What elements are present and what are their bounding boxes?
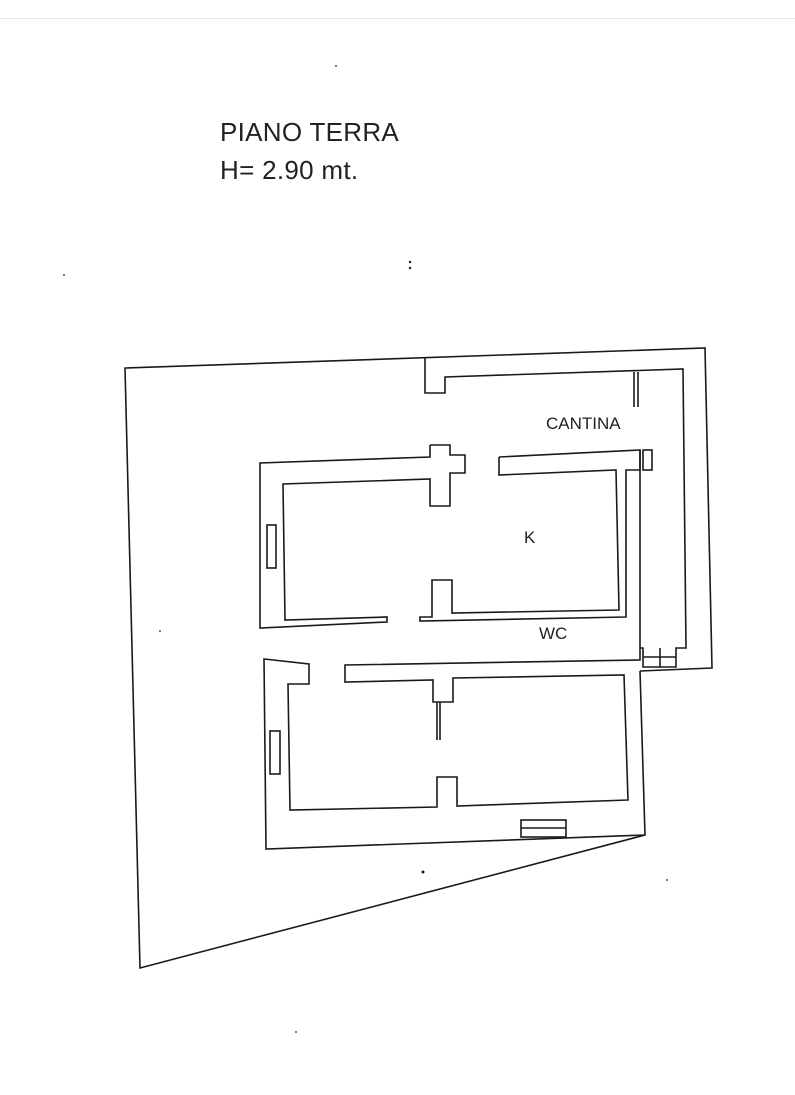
floor-title: PIANO TERRA bbox=[220, 117, 400, 147]
floor-height: H= 2.90 mt. bbox=[220, 155, 359, 185]
house-wall-top-right bbox=[419, 449, 641, 622]
room-label-kitchen: K bbox=[524, 528, 536, 547]
property-boundary bbox=[124, 347, 713, 970]
window-left-lower bbox=[269, 730, 281, 775]
window-left-upper bbox=[266, 524, 277, 569]
wc-right-wall bbox=[263, 450, 646, 850]
room-label-wc: WC bbox=[539, 624, 568, 643]
house-wall-outer bbox=[259, 444, 466, 629]
scan-edge-line bbox=[0, 18, 795, 19]
room-label-cantina: CANTINA bbox=[546, 414, 621, 433]
cantina-wall-outer bbox=[424, 358, 687, 668]
